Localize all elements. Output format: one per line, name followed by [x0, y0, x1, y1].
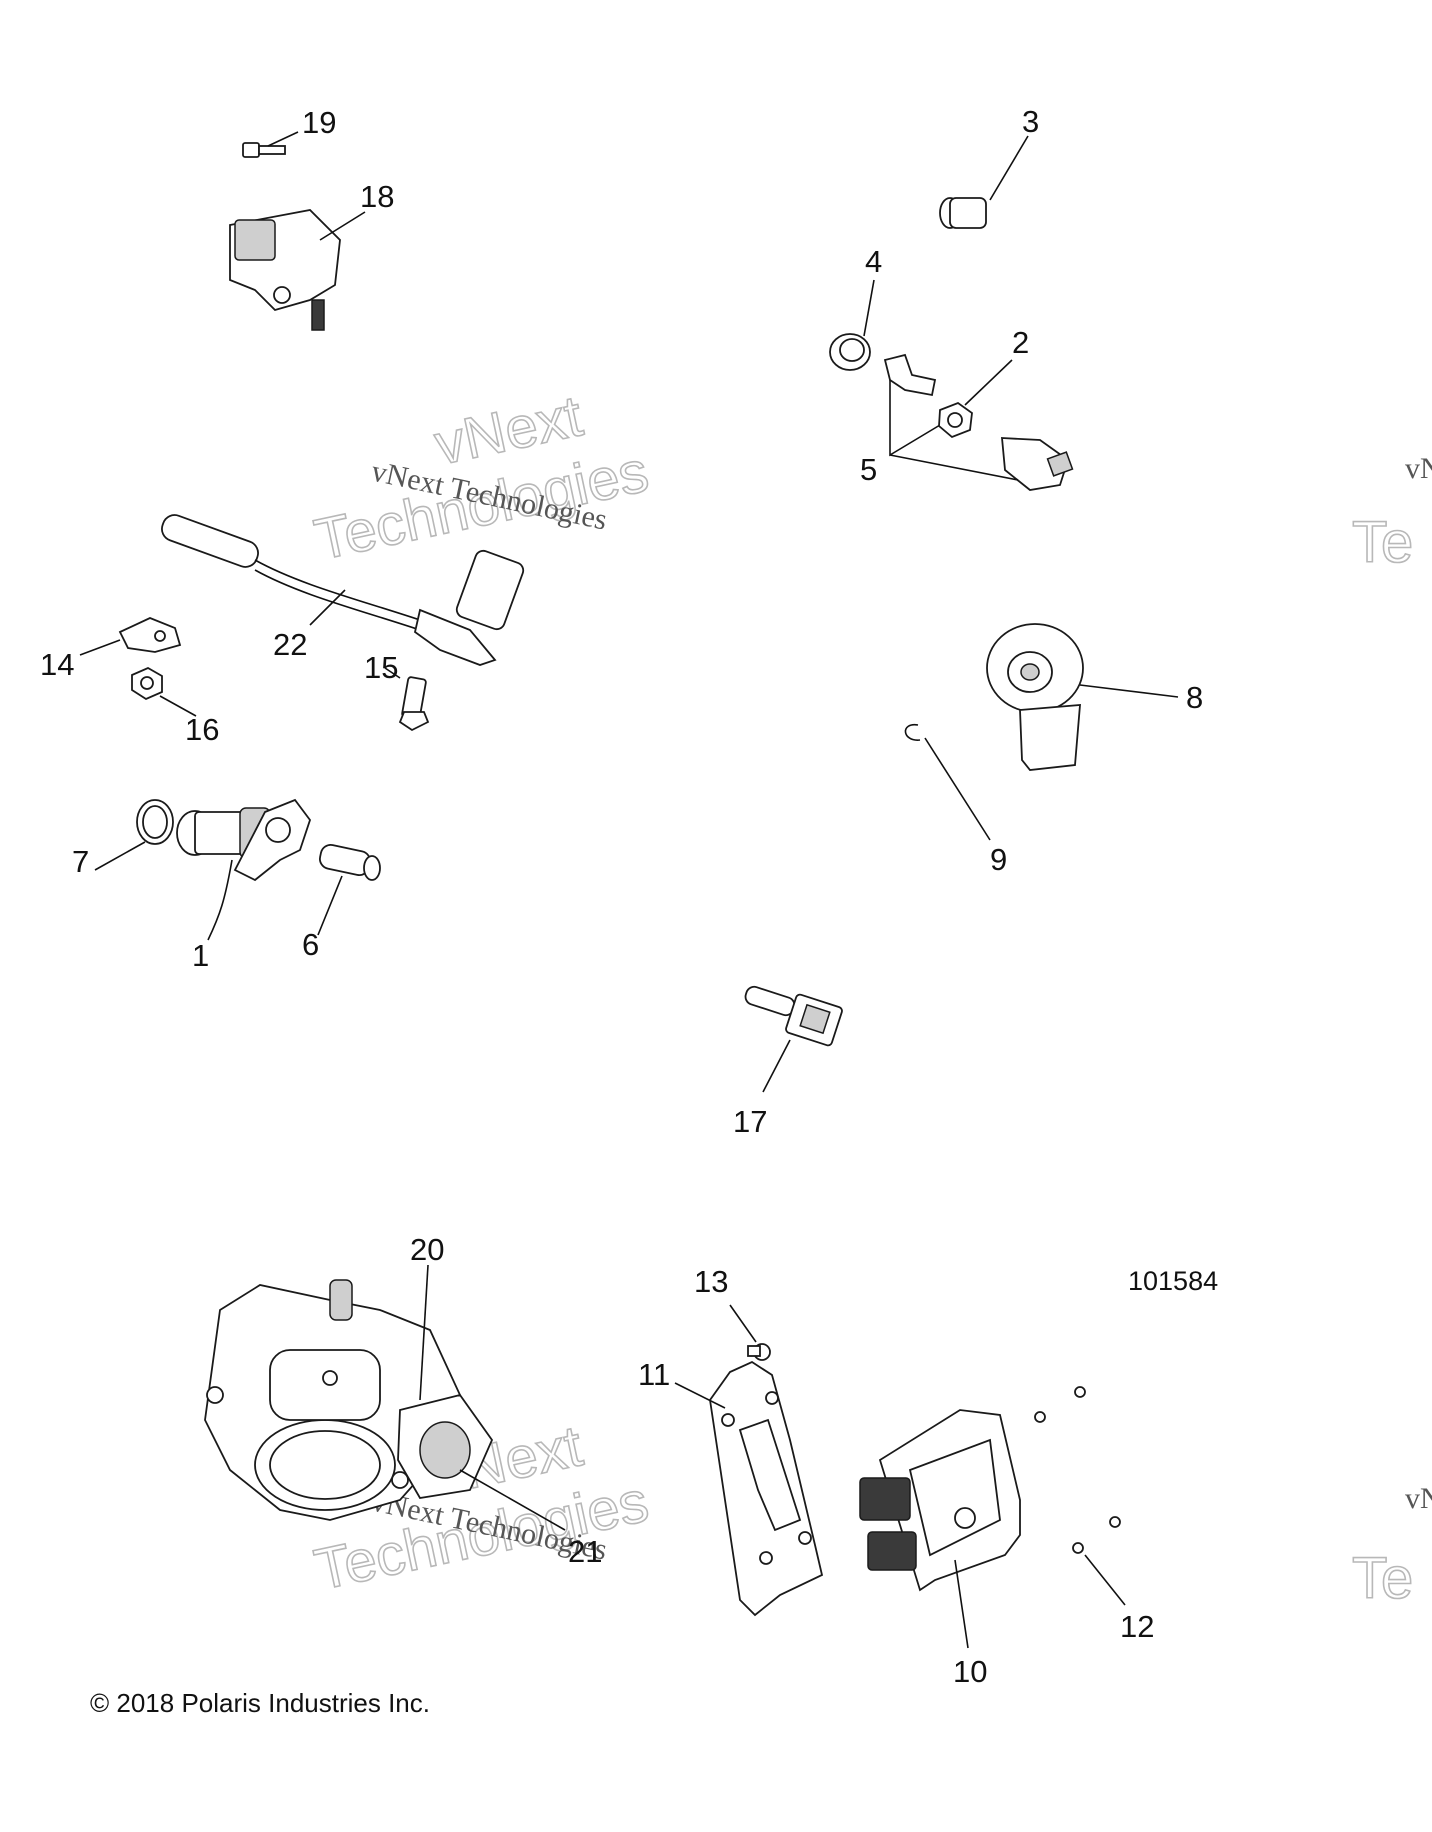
part-11-bracket [674, 1360, 824, 1617]
callout-13: 13 [694, 1264, 728, 1299]
drawing-number: 101584 [1128, 1266, 1218, 1296]
part-17-temp-sensor [744, 985, 843, 1093]
part-1-cam-sensor [176, 798, 312, 941]
part-9-e-clip [904, 724, 991, 841]
part-15-pin [384, 667, 430, 732]
part-8-knock-sensor [986, 623, 1179, 771]
part-20-throttle-body [204, 1264, 566, 1531]
part-7-o-ring [94, 799, 174, 871]
callout-10: 10 [953, 1654, 987, 1689]
callout-22: 22 [273, 627, 307, 662]
callout-16: 16 [185, 712, 219, 747]
callout-4: 4 [865, 244, 882, 279]
callout-9: 9 [990, 842, 1007, 877]
part-4-ring [829, 279, 875, 371]
part-22-speed-sensor [161, 514, 525, 666]
watermark-edge-small-bottom: vN [1405, 1482, 1432, 1515]
watermark-edge-big-top: Te [1352, 510, 1413, 575]
watermark-edge-small-top: vN [1405, 452, 1432, 485]
copyright-notice: © 2018 Polaris Industries Inc. [90, 1688, 430, 1718]
watermark-top: vNext Technologies vNext Technologies [308, 383, 654, 574]
callout-20: 20 [410, 1232, 444, 1267]
part-2-nut [938, 359, 1013, 439]
part-10-ecu [859, 1409, 1021, 1649]
part-12-screws [1034, 1386, 1126, 1606]
part-3-cap [939, 135, 1029, 229]
callout-14: 14 [40, 647, 74, 682]
callout-19: 19 [302, 105, 336, 140]
callout-15: 15 [364, 650, 398, 685]
part-5-assembly [883, 353, 1074, 491]
callout-21: 21 [568, 1534, 602, 1569]
watermark-edge: vN Te vN Te [1351, 452, 1432, 1612]
callout-11: 11 [638, 1357, 670, 1392]
callout-6: 6 [302, 927, 319, 962]
callout-7: 7 [72, 844, 89, 879]
part-16-nut [131, 666, 197, 717]
callout-1: 1 [192, 938, 209, 973]
callout-5: 5 [860, 452, 877, 487]
callout-2: 2 [1012, 325, 1029, 360]
part-13-screw [729, 1304, 771, 1361]
callout-8: 8 [1186, 680, 1203, 715]
watermark-edge-big-bottom: Te [1352, 1546, 1413, 1611]
callout-12: 12 [1120, 1609, 1154, 1644]
callout-18: 18 [360, 179, 394, 214]
callout-17: 17 [733, 1104, 767, 1139]
part-19-bolt [242, 131, 299, 158]
part-6-spacer [317, 844, 381, 936]
part-14-clip [79, 617, 182, 656]
part-18-map-sensor [229, 209, 366, 331]
callout-3: 3 [1022, 104, 1039, 139]
